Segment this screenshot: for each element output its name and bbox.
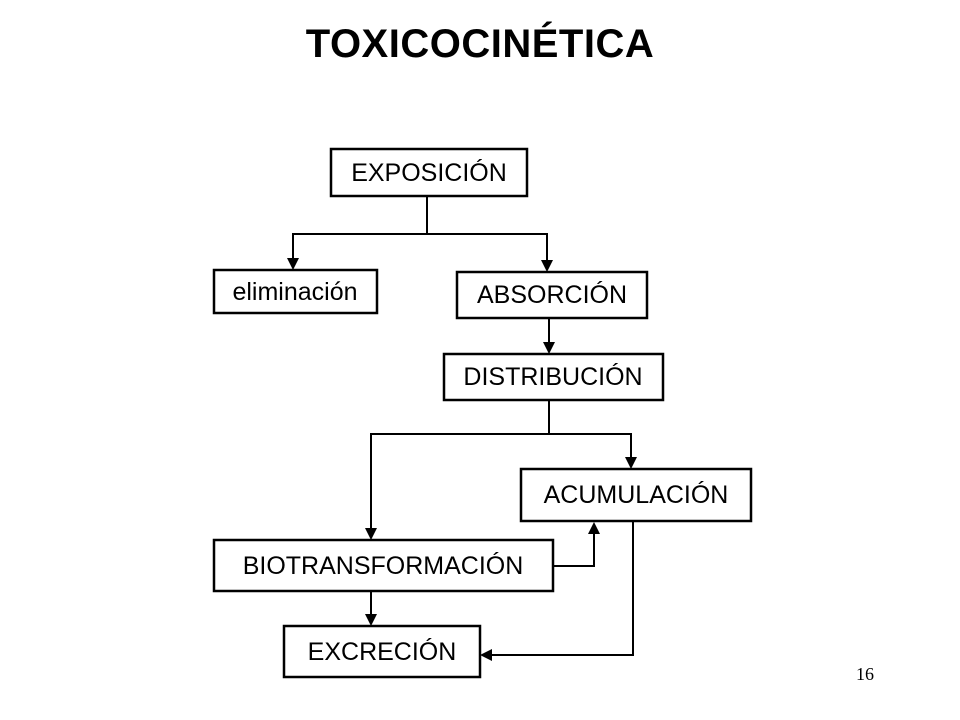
node-biotransformacion: BIOTRANSFORMACIÓN (212, 538, 555, 593)
node-distribucion: DISTRIBUCIÓN (442, 352, 665, 402)
node-excrecion: EXCRECIÓN (282, 624, 482, 679)
edges (287, 196, 637, 661)
page-number: 16 (856, 664, 874, 684)
edge-acumulacion-to-excrecion (480, 522, 634, 661)
node-eliminacion-label: eliminación (232, 278, 357, 306)
edge-distribucion-to-biotransformacion (365, 433, 549, 540)
page-title: TOXICOCINÉTICA (305, 22, 655, 66)
edge-exposicion-to-eliminacion (287, 196, 428, 270)
node-acumulacion: ACUMULACIÓN (519, 467, 753, 523)
edge-exposicion-to-absorcion (427, 233, 553, 272)
edge-distribucion-to-acumulacion (549, 433, 637, 469)
node-exposicion-label: EXPOSICIÓN (351, 158, 507, 187)
node-acumulacion-label: ACUMULACIÓN (544, 480, 729, 509)
node-eliminacion: eliminación (212, 268, 379, 315)
node-excrecion-label: EXCRECIÓN (308, 637, 457, 666)
node-absorcion: ABSORCIÓN (455, 270, 649, 320)
node-exposicion: EXPOSICIÓN (329, 147, 529, 198)
node-absorcion-label: ABSORCIÓN (477, 280, 627, 309)
node-distribucion-label: DISTRIBUCIÓN (463, 362, 642, 391)
edge-biotransformacion-to-acumulacion (553, 522, 600, 567)
node-biotransformacion-label: BIOTRANSFORMACIÓN (243, 551, 524, 580)
